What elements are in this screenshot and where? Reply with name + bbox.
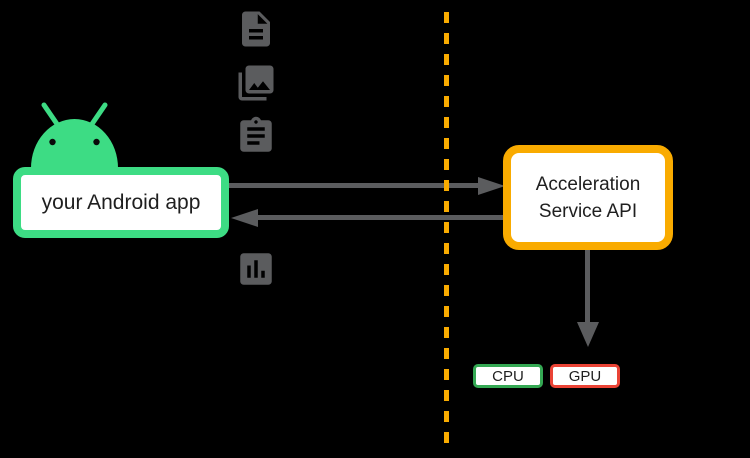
- photo-library-icon: [235, 62, 277, 104]
- cpu-label: CPU: [492, 367, 524, 385]
- arrow-api-to-processors-head: [576, 322, 599, 347]
- clipboard-icon: [235, 115, 277, 157]
- android-app-label: your Android app: [41, 190, 201, 214]
- gpu-label: GPU: [568, 367, 602, 385]
- acceleration-service-api-label: Acceleration Service API: [535, 173, 641, 222]
- arrow-api-to-app-head: [231, 208, 258, 227]
- arrow-app-to-api-head: [478, 176, 505, 195]
- gpu-box: GPU: [550, 364, 620, 388]
- acceleration-service-api-box: Acceleration Service API: [503, 145, 673, 250]
- boundary-dashed-line: [444, 12, 449, 449]
- arrow-app-to-api-line: [229, 183, 479, 188]
- android-app-box: your Android app: [13, 167, 229, 238]
- bar-chart-icon: [235, 248, 277, 290]
- document-icon: [235, 8, 277, 50]
- arrow-api-to-app-line: [257, 215, 503, 220]
- arrow-api-to-processors-line: [585, 250, 590, 323]
- cpu-box: CPU: [473, 364, 543, 388]
- android-robot-icon: [31, 102, 118, 168]
